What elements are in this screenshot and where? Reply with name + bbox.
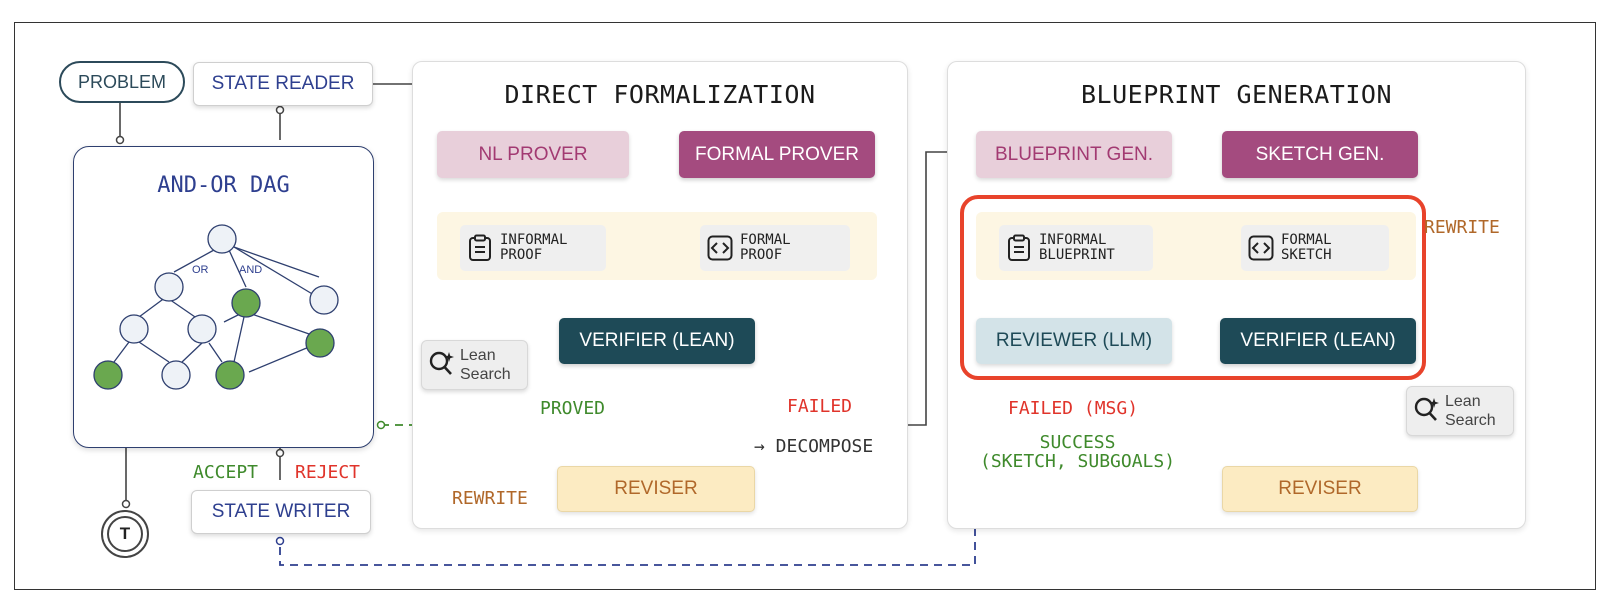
failed-msg-label: FAILED (MSG): [1008, 398, 1139, 419]
decompose-label: → DECOMPOSE: [754, 436, 874, 457]
formal-sketch-label: FORMAL SKETCH: [1281, 232, 1332, 263]
blueprint-generation-title: BLUEPRINT GENERATION: [1080, 80, 1393, 109]
formal-proof-label: FORMAL PROOF: [740, 232, 791, 263]
blueprint-lean-search-icon: [1413, 395, 1441, 428]
and-label: AND: [239, 264, 263, 276]
blueprint-clipboard-icon: [999, 234, 1039, 262]
direct-reviser-label: REVISER: [614, 478, 698, 499]
highlight-box: [960, 195, 1426, 380]
blueprint-lean-search-label: Lean Search: [1445, 393, 1496, 429]
reviewer-label: REVIEWER (LLM): [995, 330, 1153, 351]
proved-label: PROVED: [540, 398, 606, 419]
formal-prover-node[interactable]: FORMAL PROVER: [679, 131, 875, 178]
sketch-gen-node[interactable]: SKETCH GEN.: [1222, 131, 1418, 178]
blueprint-gen-node[interactable]: BLUEPRINT GEN.: [976, 131, 1172, 178]
blueprint-rewrite-label: REWRITE: [1424, 217, 1500, 238]
direct-lean-search-button[interactable]: Lean Search: [421, 340, 528, 390]
informal-blueprint-node[interactable]: INFORMAL BLUEPRINT: [999, 225, 1153, 271]
blueprint-verifier-label: VERIFIER (LEAN): [1240, 330, 1396, 351]
direct-verifier-node[interactable]: VERIFIER (LEAN): [559, 318, 755, 364]
code-icon: [700, 235, 740, 261]
formal-proof-node[interactable]: FORMAL PROOF: [700, 225, 850, 271]
dag-graph: [93, 224, 339, 390]
state-writer-node[interactable]: STATE WRITER: [191, 490, 371, 534]
blueprint-verifier-node[interactable]: VERIFIER (LEAN): [1220, 318, 1416, 364]
success-label: SUCCESS (SKETCH, SUBGOALS): [980, 432, 1176, 472]
problem-node[interactable]: PROBLEM: [59, 61, 185, 103]
direct-formalization-title: DIRECT FORMALIZATION: [504, 80, 816, 109]
direct-failed-label: FAILED: [787, 396, 853, 417]
informal-blueprint-label: INFORMAL BLUEPRINT: [1039, 232, 1115, 263]
blueprint-reviser-label: REVISER: [1278, 478, 1362, 499]
dag-title: AND-OR DAG: [157, 173, 290, 198]
direct-reviser-node[interactable]: REVISER: [557, 466, 755, 512]
blueprint-lean-search-button[interactable]: Lean Search: [1406, 386, 1514, 436]
direct-lean-search-label: Lean Search: [460, 347, 511, 383]
state-reader-label: STATE READER: [211, 73, 355, 94]
formal-prover-label: FORMAL PROVER: [695, 143, 859, 165]
reject-label: REJECT: [295, 462, 361, 483]
sketch-code-icon: [1241, 235, 1281, 261]
outer-frame: [14, 22, 1596, 590]
or-label: OR: [192, 264, 209, 276]
direct-rewrite-label: REWRITE: [452, 488, 528, 509]
and-or-dag-panel: AND-OR DAG OR AND: [73, 146, 374, 448]
informal-proof-label: INFORMAL PROOF: [500, 232, 568, 263]
terminal-label: T: [119, 524, 131, 543]
lean-search-icon: [428, 349, 456, 382]
nl-prover-label: NL PROVER: [478, 143, 588, 165]
direct-verifier-label: VERIFIER (LEAN): [579, 330, 735, 351]
clipboard-icon: [460, 234, 500, 262]
informal-proof-node[interactable]: INFORMAL PROOF: [460, 225, 606, 271]
formal-sketch-node[interactable]: FORMAL SKETCH: [1241, 225, 1389, 271]
accept-label: ACCEPT: [193, 462, 259, 483]
state-reader-node[interactable]: STATE READER: [193, 62, 373, 106]
reviewer-node[interactable]: REVIEWER (LLM): [976, 318, 1172, 364]
state-writer-label: STATE WRITER: [211, 501, 351, 522]
sketch-gen-label: SKETCH GEN.: [1255, 143, 1385, 165]
nl-prover-node[interactable]: NL PROVER: [437, 131, 629, 178]
blueprint-gen-label: BLUEPRINT GEN.: [994, 143, 1154, 165]
terminal-node: T: [101, 510, 149, 558]
problem-label: PROBLEM: [77, 71, 167, 92]
blueprint-reviser-node[interactable]: REVISER: [1222, 466, 1418, 512]
